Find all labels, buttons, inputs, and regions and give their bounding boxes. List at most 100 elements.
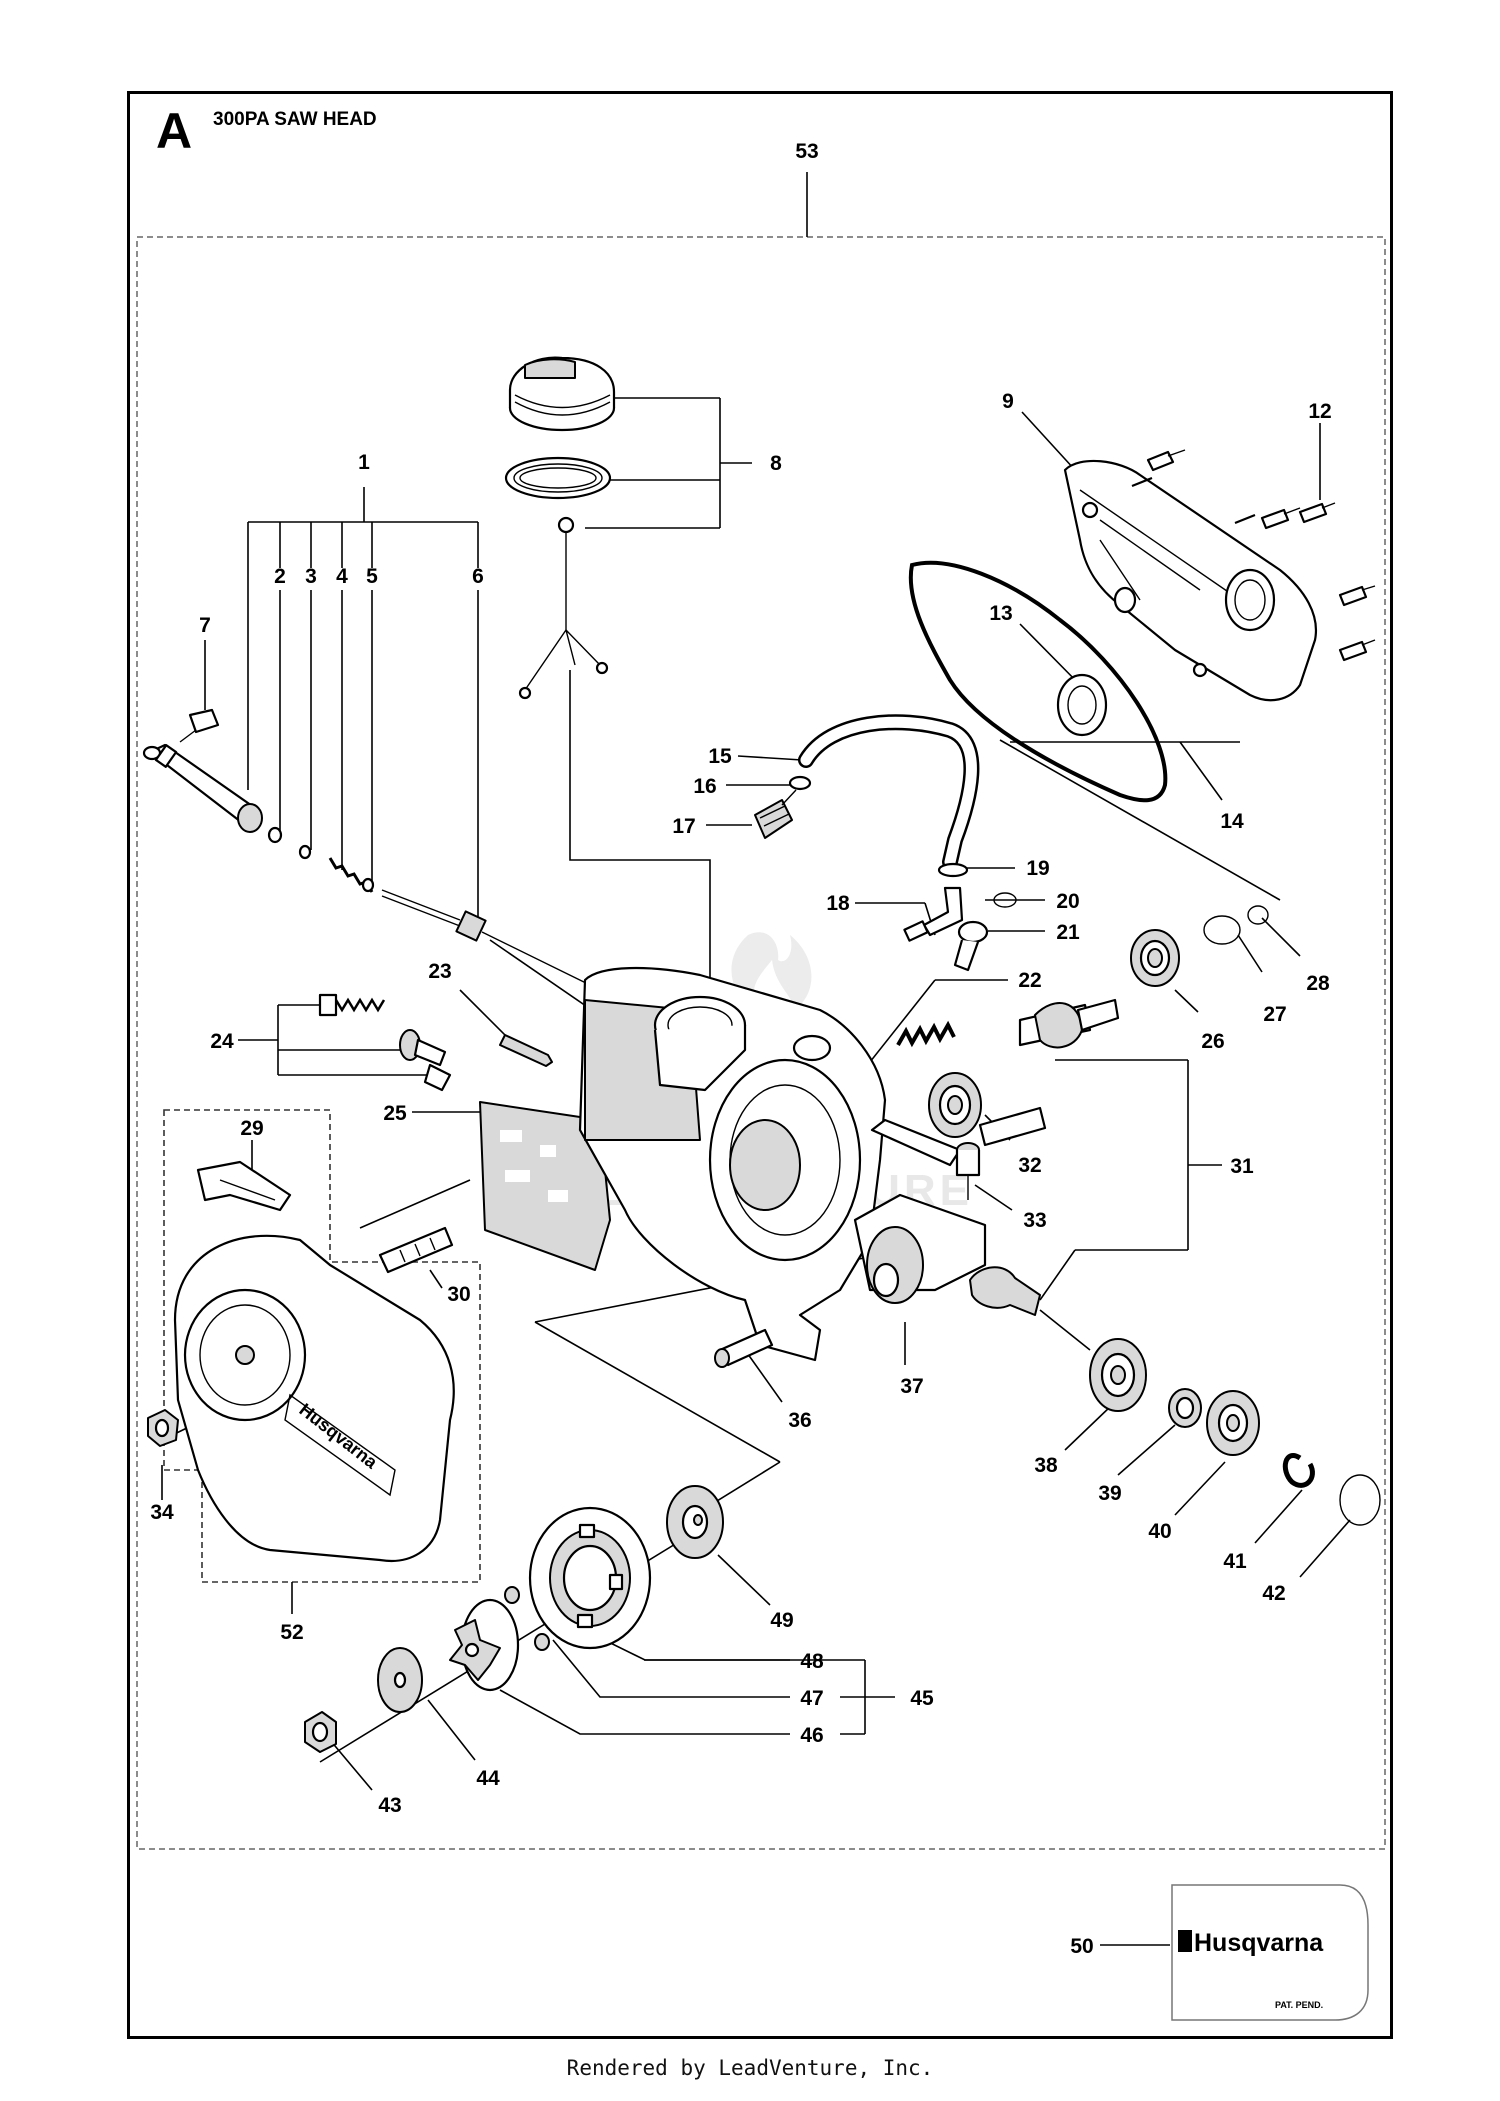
callout-29: 29	[240, 1117, 263, 1140]
callout-3: 3	[305, 565, 317, 588]
callout-45: 45	[910, 1687, 934, 1710]
part-filter-17	[754, 789, 797, 839]
part-stud-30	[378, 1226, 454, 1274]
callout-50: 50	[1070, 1935, 1093, 1958]
callout-2: 2	[274, 565, 286, 588]
callout-22: 22	[1018, 969, 1041, 992]
part-shaft-assembly-1	[142, 743, 591, 986]
part-elbow-18	[903, 886, 964, 942]
part-gear-shaft-31	[969, 998, 1120, 1316]
callout-26: 26	[1201, 1030, 1224, 1053]
part-drive-46	[449, 1598, 520, 1692]
part-clamp-16	[788, 775, 812, 791]
callout-28: 28	[1306, 972, 1330, 995]
callout-48: 48	[800, 1650, 824, 1673]
part-adjuster-24	[318, 993, 452, 1092]
callout-7: 7	[199, 614, 211, 637]
callout-41: 41	[1223, 1550, 1247, 1573]
callout-33: 33	[1023, 1209, 1046, 1232]
callout-32: 32	[1018, 1154, 1041, 1177]
callout-25: 25	[383, 1102, 407, 1125]
callout-44: 44	[476, 1767, 500, 1790]
part-clamp-19	[937, 862, 969, 878]
part-circlip-41	[1282, 1453, 1315, 1488]
part-gasket-14	[908, 560, 1168, 803]
callout-37: 37	[900, 1375, 923, 1398]
part-seal-13	[1056, 673, 1108, 737]
callout-4: 4	[336, 565, 348, 588]
part-spring-22	[896, 1020, 956, 1048]
callout-40: 40	[1148, 1520, 1171, 1543]
assembly-boundary-53	[136, 236, 1386, 1850]
callout-31: 31	[1230, 1155, 1254, 1178]
callout-47: 47	[800, 1687, 823, 1710]
callout-24: 24	[210, 1030, 234, 1053]
part-nut-34	[147, 1409, 179, 1447]
callout-6: 6	[472, 565, 484, 588]
part-screw-36	[714, 1328, 774, 1368]
callout-14: 14	[1220, 810, 1244, 833]
callout-19: 19	[1026, 857, 1049, 880]
callout-20: 20	[1056, 890, 1079, 913]
part-screw-33	[955, 1142, 981, 1200]
callout-16: 16	[693, 775, 716, 798]
part-roller-47a	[504, 1586, 520, 1604]
decal-patent-text: PAT. PEND.	[1275, 2000, 1323, 2010]
callout-13: 13	[989, 602, 1012, 625]
part-ring-27	[1203, 915, 1241, 945]
callout-8: 8	[770, 452, 782, 475]
callout-27: 27	[1263, 1003, 1286, 1026]
part-roller-47b	[534, 1633, 550, 1651]
callout-39: 39	[1098, 1482, 1121, 1505]
callout-23: 23	[428, 960, 451, 983]
diagram-frame	[127, 91, 1393, 2039]
part-bar-cover-9	[1063, 459, 1318, 702]
part-bearing-32	[928, 1072, 982, 1138]
part-bar-plate-25	[479, 1101, 611, 1271]
part-bearing-38	[1089, 1338, 1147, 1412]
callout-43: 43	[378, 1794, 401, 1817]
part-oil-filter	[518, 516, 609, 700]
callout-42: 42	[1262, 1582, 1285, 1605]
callout-21: 21	[1056, 921, 1080, 944]
callout-17: 17	[672, 815, 695, 838]
part-seal-ring	[504, 456, 612, 500]
callout-38: 38	[1034, 1454, 1058, 1477]
part-screw-7	[179, 708, 220, 743]
callout-18: 18	[826, 892, 850, 915]
callout-34: 34	[150, 1501, 174, 1524]
decal-brand-text: Husqvarna	[1194, 1929, 1324, 1957]
section-letter: A	[156, 103, 193, 159]
callout-52: 52	[280, 1621, 303, 1644]
callout-53: 53	[795, 140, 818, 163]
part-decal-50: Husqvarna PAT. PEND.	[1171, 1884, 1369, 2021]
part-blade-cover-52: Husqvarna	[173, 1234, 455, 1563]
part-nut-43	[304, 1711, 337, 1753]
callout-30: 30	[447, 1283, 470, 1306]
part-valve-21	[953, 920, 989, 972]
part-washer-44	[377, 1647, 423, 1713]
assembly-boundary-52	[163, 1109, 481, 1583]
callout-1: 1	[358, 451, 370, 474]
callout-36: 36	[788, 1409, 811, 1432]
diagram-title: 300PA SAW HEAD	[213, 109, 377, 130]
part-retainer-29	[196, 1160, 292, 1212]
part-ring-42	[1339, 1474, 1381, 1526]
part-spacer-39	[1168, 1388, 1202, 1428]
part-bearing-40	[1206, 1390, 1260, 1456]
callout-49: 49	[770, 1609, 793, 1632]
callout-46: 46	[800, 1724, 823, 1747]
callout-9: 9	[1002, 390, 1014, 413]
footer-credit: Rendered by LeadVenture, Inc.	[566, 2056, 934, 2080]
part-bearing-26	[1130, 929, 1180, 987]
part-gear-housing	[578, 966, 962, 1362]
callout-12: 12	[1308, 400, 1331, 423]
part-bolts-12	[1131, 449, 1376, 662]
part-drum-48	[528, 1506, 652, 1650]
part-pin-23	[499, 1034, 553, 1067]
part-washer-49	[666, 1485, 724, 1559]
part-oring-20	[993, 892, 1017, 908]
callout-15: 15	[708, 745, 732, 768]
callout-5: 5	[366, 565, 378, 588]
